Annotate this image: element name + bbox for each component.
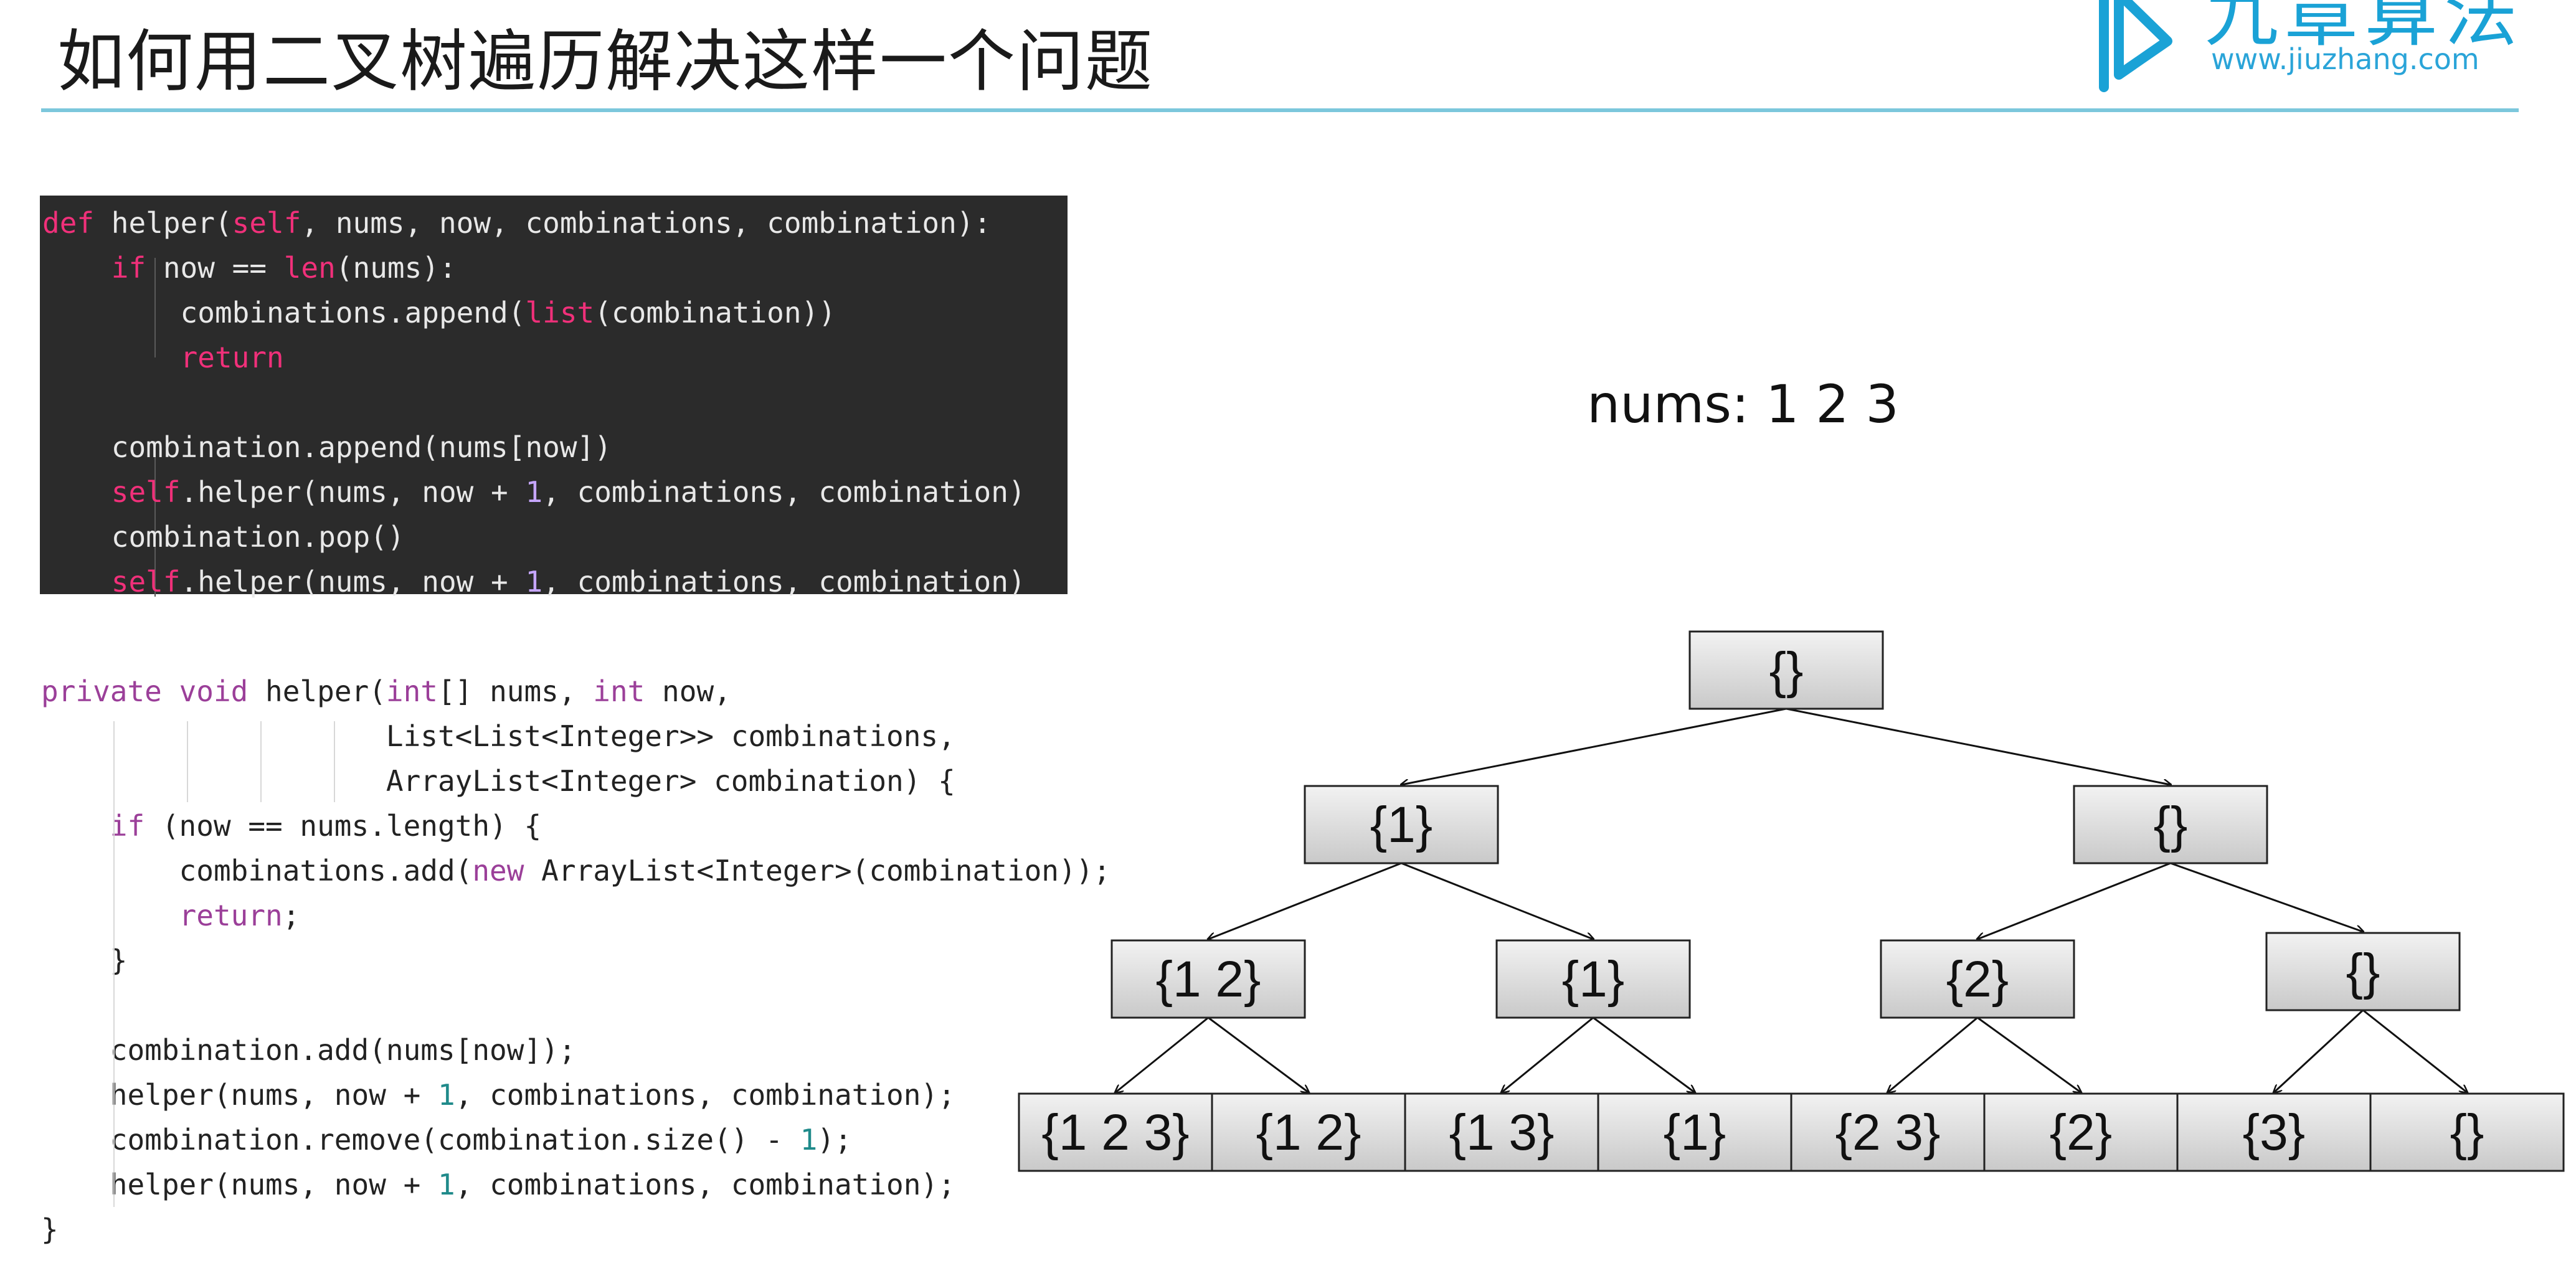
- slide-title: 如何用二叉树遍历解决这样一个问题: [57, 23, 1154, 101]
- tree-leaf-node-label: {1 2 3}: [1041, 1104, 1189, 1161]
- tree-node-level2: [1495, 939, 1691, 1019]
- tree-node-level1: [2073, 785, 2268, 864]
- tree-edge: [1593, 1016, 1695, 1092]
- tree-node-level2: [2265, 932, 2461, 1011]
- tree-leaf-node: [1597, 1092, 1792, 1172]
- indent-guide: [334, 721, 335, 802]
- java-code-line: combination.add(nums[now]);: [41, 1033, 576, 1067]
- tree-edge: [1115, 1016, 1209, 1092]
- indent-guide: [154, 258, 156, 357]
- jiuzhang-logo: 九章算法 www.jiuzhang.com: [2074, 0, 2529, 100]
- tree-leaf-node-label: {1}: [1664, 1104, 1726, 1161]
- tree-node-root-label: {}: [1769, 642, 1804, 699]
- tree-edge: [1888, 1016, 1978, 1092]
- tree-leaf-node-label: {3}: [2243, 1104, 2305, 1161]
- tree-edge: [2274, 1009, 2364, 1092]
- tree-node-level1-label: {}: [2154, 797, 2188, 853]
- tree-leaf-node-label: {1 2}: [1256, 1104, 1361, 1161]
- tree-leaf-node-label: {1 3}: [1449, 1104, 1555, 1161]
- tree-node-level2-label: {1}: [1562, 951, 1624, 1008]
- logo-mark-icon: [2099, 0, 2172, 92]
- tree-edge: [1401, 707, 1787, 785]
- tree-edge: [1502, 1016, 1594, 1092]
- java-code-line: if (now == nums.length) {: [110, 809, 542, 843]
- java-code-block: private void helper(int[] nums, int now,…: [41, 669, 1187, 1267]
- tree-leaf-node: [1790, 1092, 1986, 1172]
- indent-guide: [113, 721, 115, 1207]
- python-code-line: def helper(self, nums, now, combinations…: [42, 206, 992, 240]
- tree-edge: [2170, 862, 2363, 932]
- java-code-line: return;: [179, 899, 300, 932]
- tree-node-level2-label: {}: [2346, 944, 2380, 1000]
- tree-node-root: [1688, 630, 1884, 710]
- java-code-line: helper(nums, now + 1, combinations, comb…: [41, 1168, 955, 1201]
- logo-url: www.jiuzhang.com: [2211, 42, 2479, 76]
- java-code-line: private void helper(int[] nums, int now,: [41, 674, 731, 708]
- java-code-line: helper(nums, now + 1, combinations, comb…: [41, 1078, 955, 1112]
- python-code-line: combinations.append(list(combination)): [42, 296, 836, 329]
- tree-node-level2: [1880, 939, 2075, 1019]
- tree-leaf-node-label: {}: [2450, 1104, 2484, 1161]
- logo-text: 九章算法: [2205, 0, 2524, 57]
- python-code-line: return: [180, 341, 284, 374]
- python-code-line: self.helper(nums, now + 1, combinations,…: [111, 565, 1026, 599]
- nums-label: nums: 1 2 3: [1587, 374, 1899, 435]
- tree-leaf-node: [1211, 1092, 1406, 1172]
- python-code-block: def helper(self, nums, now, combinations…: [40, 196, 1068, 599]
- python-code-line: self.helper(nums, now + 1, combinations,…: [111, 475, 1026, 509]
- tree-edge: [1977, 862, 2171, 939]
- tree-node-level2-label: {2}: [1946, 951, 2009, 1008]
- python-code-line: combination.pop(): [42, 520, 405, 554]
- tree-edge: [1208, 1016, 1309, 1092]
- java-code-line: }: [41, 944, 128, 977]
- tree-edge: [2362, 1009, 2467, 1092]
- tree-node-level1: [1304, 785, 1499, 864]
- tree-edge: [1786, 707, 2171, 785]
- java-code-line: }: [41, 1213, 59, 1246]
- tree-leaf-node: [1983, 1092, 2179, 1172]
- tree-leaf-node-label: {2 3}: [1835, 1104, 1941, 1161]
- indent-guide: [187, 721, 188, 802]
- subset-binary-tree: {} {1} {} {1 2} {1} {2} {} {1 2 3} {1 2} {1 3} {1}…: [1018, 630, 2565, 1172]
- indent-guide: [260, 721, 262, 802]
- python-code-line: if now == len(nums):: [111, 251, 457, 285]
- python-code-line: combination.append(nums[now]): [42, 430, 612, 464]
- tree-node-level2: [1110, 939, 1306, 1019]
- tree-leaf-node: [1404, 1092, 1599, 1172]
- tree-node-level1-label: {1}: [1370, 797, 1432, 853]
- java-code-line: ArrayList<Integer> combination) {: [41, 764, 955, 798]
- title-divider: [41, 108, 2519, 112]
- tree-edge: [1977, 1016, 2081, 1092]
- tree-edge: [1208, 862, 1402, 939]
- tree-edge: [1401, 862, 1593, 939]
- tree-leaf-node: [2369, 1092, 2565, 1172]
- indent-guide: [154, 441, 156, 597]
- java-code-line: combination.remove(combination.size() - …: [41, 1123, 852, 1157]
- java-code-line: combinations.add(new ArrayList<Integer>(…: [41, 854, 1111, 887]
- java-code-line: List<List<Integer>> combinations,: [41, 719, 955, 753]
- tree-leaf-node-label: {2}: [2050, 1104, 2112, 1161]
- tree-node-level2-label: {1 2}: [1156, 951, 1261, 1008]
